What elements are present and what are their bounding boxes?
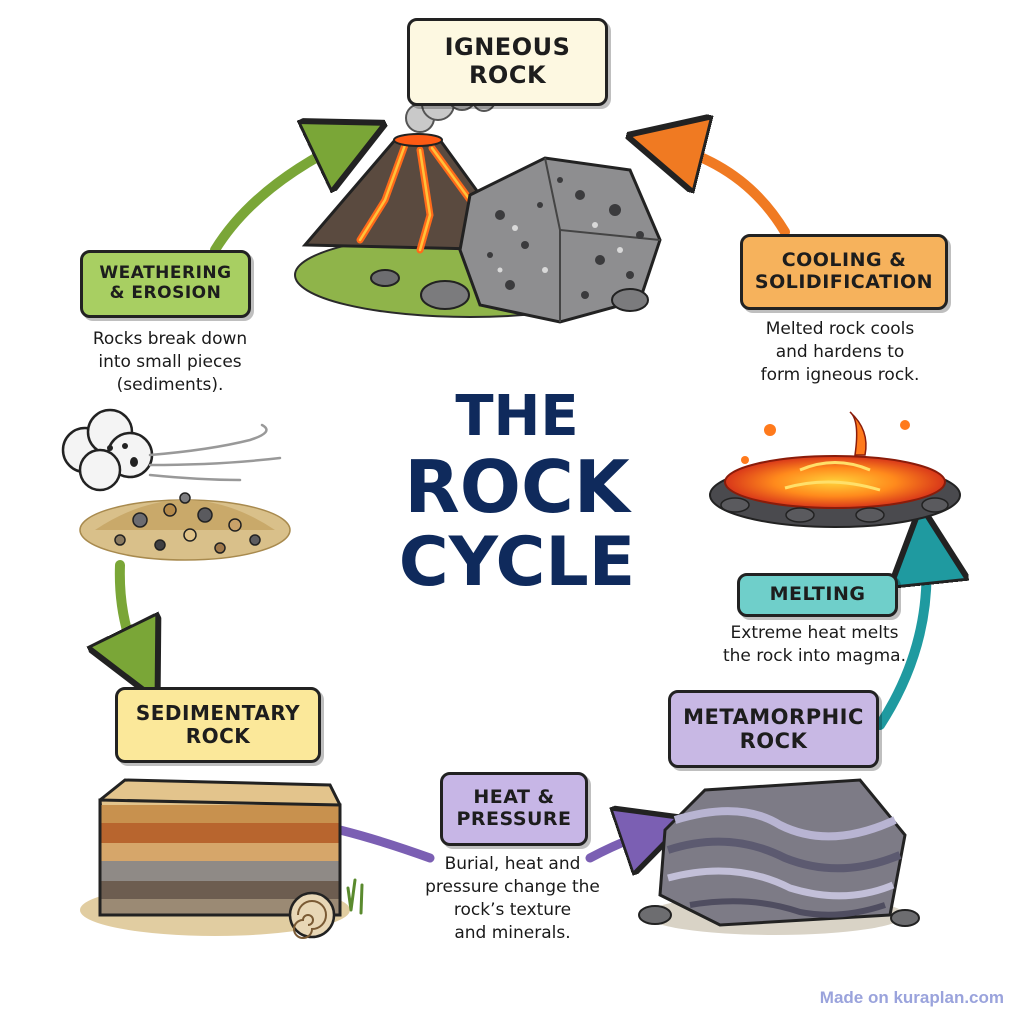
metamorphic-line-1: METAMORPHIC	[683, 704, 864, 729]
footer-credit: Made on kuraplan.com	[819, 988, 1004, 1007]
shell-icon	[288, 878, 364, 939]
cooling-desc-3: form igneous rock.	[760, 364, 920, 385]
title-line-3: CYCLE	[398, 523, 636, 602]
granite-rock-icon	[370, 156, 662, 324]
cooling-line-1: COOLING &	[781, 249, 907, 272]
cooling-line-2: SOLIDIFICATION	[754, 271, 934, 293]
igneous-rock-label: IGNEOUS ROCK	[407, 18, 608, 106]
sediment-pile-icon	[79, 492, 291, 561]
weathering-desc-1: Rocks break down	[92, 329, 248, 349]
heat-line-2: PRESSURE	[456, 808, 572, 830]
heat-pressure-description: Burial, heat and pressure change the roc…	[415, 853, 610, 945]
sedimentary-rock-label: SEDIMENTARY ROCK	[115, 687, 321, 763]
sedimentary-line-1: SEDIMENTARY	[135, 701, 301, 725]
heat-desc-2: pressure change the	[425, 876, 600, 897]
weathering-description: Rocks break down into small pieces (sedi…	[60, 328, 280, 397]
arrow-cooling-to-igneous	[665, 145, 790, 237]
layered-rock-icon	[80, 778, 350, 936]
heat-line-1: HEAT &	[473, 786, 555, 809]
melting-label: MELTING	[737, 573, 898, 617]
cooling-description: Melted rock cools and hardens to form ig…	[735, 318, 945, 387]
igneous-line-1: IGNEOUS	[444, 33, 571, 62]
melting-desc-1: Extreme heat melts	[730, 623, 899, 643]
arrow-metamorphic-to-magma	[875, 545, 927, 730]
sedimentary-line-2: ROCK	[185, 724, 251, 748]
banded-rock-icon	[638, 778, 920, 935]
heat-pressure-label: HEAT & PRESSURE	[440, 772, 588, 846]
melting-description: Extreme heat melts the rock into magma.	[712, 622, 917, 668]
title-line-1: THE	[455, 384, 579, 449]
heat-desc-1: Burial, heat and	[444, 854, 581, 874]
arrow-weathering-to-sedimentary	[120, 560, 140, 665]
arrow-weathering-to-igneous	[210, 140, 350, 255]
arrow-sedimentary-to-metamorphic-left	[335, 825, 435, 863]
magma-pool-icon	[709, 411, 961, 528]
cooling-solidification-label: COOLING & SOLIDIFICATION	[740, 234, 948, 310]
igneous-line-2: ROCK	[468, 61, 547, 89]
title-line-2: ROCK	[404, 445, 630, 529]
weathering-line-1: WEATHERING	[99, 263, 232, 284]
page-title: THE ROCK CYCLE	[372, 385, 662, 601]
cooling-desc-1: Melted rock cools	[765, 319, 915, 339]
metamorphic-line-2: ROCK	[739, 729, 808, 753]
weathering-desc-3: (sediments).	[116, 374, 224, 395]
heat-desc-4: and minerals.	[454, 922, 571, 943]
melting-line-1: MELTING	[769, 583, 866, 606]
weathering-line-2: & EROSION	[109, 283, 222, 303]
melting-desc-2: the rock into magma.	[722, 645, 907, 666]
weathering-desc-2: into small pieces	[98, 351, 242, 372]
arrow-sedimentary-to-metamorphic-right	[585, 830, 655, 858]
heat-desc-3: rock’s texture	[453, 899, 572, 920]
wind-cloud-icon	[61, 408, 282, 492]
weathering-erosion-label: WEATHERING & EROSION	[80, 250, 251, 318]
cooling-desc-2: and hardens to	[775, 341, 905, 362]
metamorphic-rock-label: METAMORPHIC ROCK	[668, 690, 879, 768]
